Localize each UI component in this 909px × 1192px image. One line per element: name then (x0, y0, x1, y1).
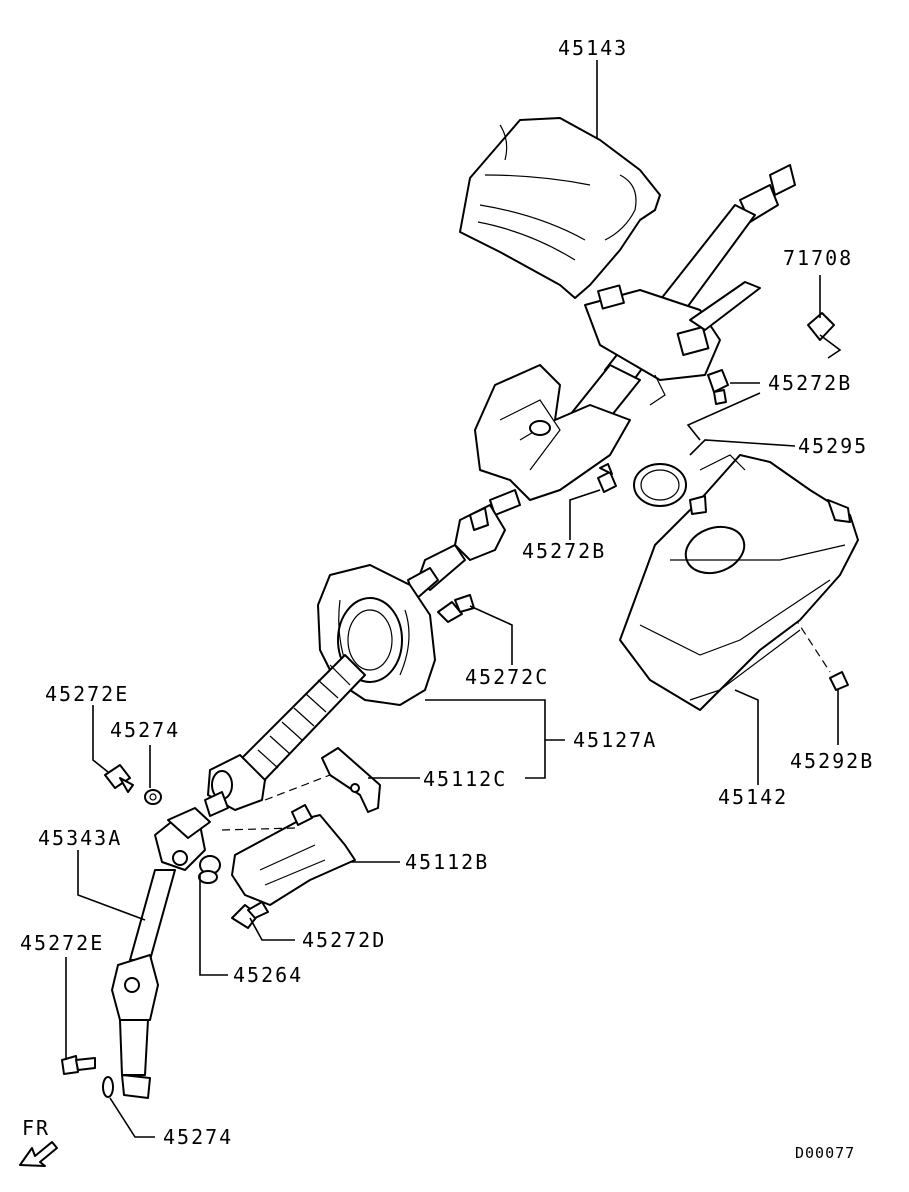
washer-upper (144, 789, 162, 805)
drawing-code: D00077 (795, 1144, 855, 1162)
upper-column-cover (459, 117, 661, 299)
label-45112c: 45112C (423, 767, 507, 791)
label-45343a: 45343A (38, 826, 122, 850)
bolt-flange (437, 594, 475, 623)
column-boot-assembly (204, 564, 436, 817)
front-direction-arrow (19, 1141, 58, 1167)
label-45143: 45143 (558, 36, 628, 60)
steering-column-shaft (474, 164, 796, 516)
label-45272b-upper: 45272B (768, 371, 852, 395)
label-45292b: 45292B (790, 749, 874, 773)
label-45272c: 45272C (465, 665, 549, 689)
bushing (198, 855, 221, 884)
label-45272e-upper: 45272E (45, 682, 129, 706)
bolt-center (597, 463, 617, 493)
gasket (633, 463, 687, 507)
bolt-upper-right (707, 369, 729, 405)
bolt-bracket (231, 901, 269, 929)
lower-column-cover (619, 454, 859, 711)
label-45272d: 45272D (302, 928, 386, 952)
bracket-lower (221, 804, 356, 906)
label-45272e-lower: 45272E (20, 931, 104, 955)
upper-universal-joint (407, 504, 506, 601)
label-45274-lower: 45274 (163, 1125, 233, 1149)
label-45295: 45295 (798, 434, 868, 458)
label-71708: 71708 (783, 246, 853, 270)
leader-lines (65, 60, 842, 1138)
part-labels: 45143 71708 45272B 45295 45272B 45272C 4… (20, 36, 874, 1162)
washer-lower (102, 1076, 114, 1098)
direction-label: FR (22, 1116, 50, 1140)
bolt-upper-left (104, 764, 134, 793)
label-45272b-center: 45272B (522, 539, 606, 563)
bracket-upper (264, 747, 381, 813)
intermediate-shaft (111, 807, 211, 1099)
label-45264: 45264 (233, 963, 303, 987)
label-45112b: 45112B (405, 850, 489, 874)
label-45127a: 45127A (573, 728, 657, 752)
label-45274-upper: 45274 (110, 718, 180, 742)
clip (807, 312, 835, 341)
label-45142: 45142 (718, 785, 788, 809)
bolt-lower-left (61, 1055, 96, 1075)
